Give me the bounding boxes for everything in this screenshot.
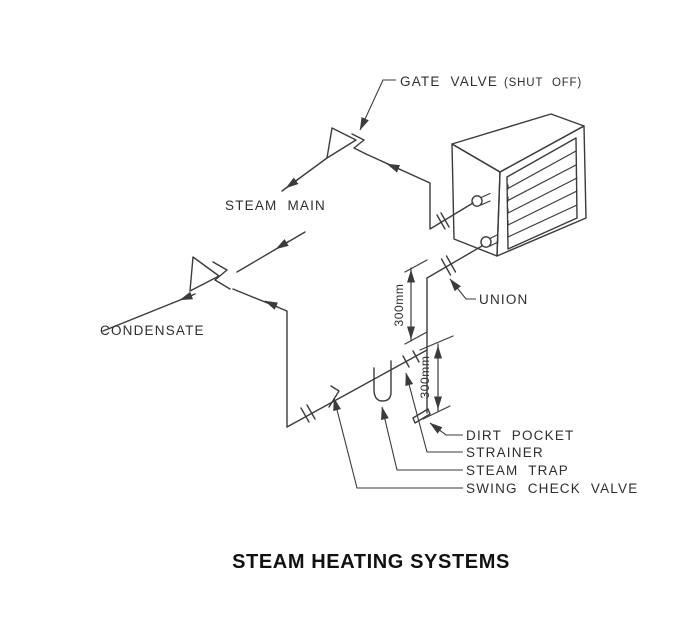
labels: GATE VALVE (SHUT OFF) STEAM MAIN CONDENSA… bbox=[100, 74, 638, 496]
union-label: UNION bbox=[479, 292, 529, 307]
trap-run-pipe bbox=[286, 349, 428, 428]
steam-gate-valve-symbol bbox=[326, 127, 357, 159]
swing-check-valve-leader bbox=[333, 397, 463, 489]
steam-branch-pipe bbox=[365, 153, 474, 230]
unit-heater bbox=[451, 113, 587, 257]
gate-valve-note-text: (SHUT OFF) bbox=[504, 77, 582, 89]
steam-supply-piping bbox=[281, 127, 474, 230]
condensate-main-upper bbox=[236, 231, 306, 273]
heater-louver-face bbox=[496, 125, 587, 257]
dim2-text: 300mm bbox=[418, 355, 432, 398]
gate-valve-leader bbox=[359, 79, 396, 131]
heater-condensate-outlet-stub bbox=[480, 236, 492, 248]
union-leader bbox=[449, 278, 476, 300]
steam-trap-symbol bbox=[373, 360, 392, 402]
strainer-label: STRAINER bbox=[466, 445, 544, 460]
steam-main-label: STEAM MAIN bbox=[225, 198, 326, 213]
steam-gate-valve-gate bbox=[351, 133, 367, 155]
run-union-symbol bbox=[300, 404, 316, 423]
heater-left-face bbox=[451, 143, 501, 257]
condensate-exit-flow-arrow bbox=[179, 291, 194, 301]
dirt-pocket-cap bbox=[412, 408, 431, 424]
heater-steam-inlet-stub-body bbox=[480, 192, 491, 206]
condensate-main-flow-arrow bbox=[275, 239, 290, 250]
union-symbol bbox=[440, 255, 457, 276]
leader-lines bbox=[333, 79, 476, 489]
steam-branch-flow-arrow bbox=[386, 163, 401, 173]
dim1-extension-ticks bbox=[404, 259, 428, 345]
dim2-extension-ticks bbox=[419, 335, 454, 420]
dimension-riser-300mm: 300mm bbox=[392, 259, 428, 345]
condensate-gate-valve-gate bbox=[212, 261, 231, 290]
gate-valve-label: GATE VALVE (SHUT OFF) bbox=[400, 74, 582, 89]
condensate-riser-pipe bbox=[232, 288, 288, 428]
riser-flow-arrow bbox=[264, 300, 279, 310]
swing-check-valve-symbol bbox=[328, 385, 340, 408]
heater-louver-slats bbox=[506, 150, 578, 238]
heater-condensate-outlet-stub-body bbox=[489, 233, 499, 247]
steam-union-symbol bbox=[436, 212, 450, 230]
steam-trap-leader bbox=[381, 406, 463, 471]
condensate-piping bbox=[102, 231, 483, 428]
condensate-label: CONDENSATE bbox=[100, 323, 205, 338]
strainer-symbol bbox=[402, 350, 420, 368]
swing-check-valve-label: SWING CHECK VALVE bbox=[466, 481, 638, 496]
condensate-gate-valve-symbol bbox=[189, 256, 220, 292]
steam-trap-label: STEAM TRAP bbox=[466, 463, 569, 478]
dirt-pocket-label: DIRT POCKET bbox=[466, 428, 574, 443]
dim1-text: 300mm bbox=[392, 283, 406, 326]
steam-main-flow-arrow bbox=[285, 177, 301, 189]
condensate-drop-pipe bbox=[426, 245, 483, 414]
heater-top-face bbox=[451, 113, 585, 173]
strainer-leader bbox=[405, 372, 463, 453]
gate-valve-label-text: GATE VALVE bbox=[400, 74, 498, 89]
dirt-pocket-leader bbox=[429, 422, 463, 436]
dimension-dirt-pocket-300mm: 300mm bbox=[418, 335, 454, 420]
heater-steam-inlet-stub bbox=[471, 195, 483, 207]
diagram-title: STEAM HEATING SYSTEMS bbox=[232, 551, 510, 573]
